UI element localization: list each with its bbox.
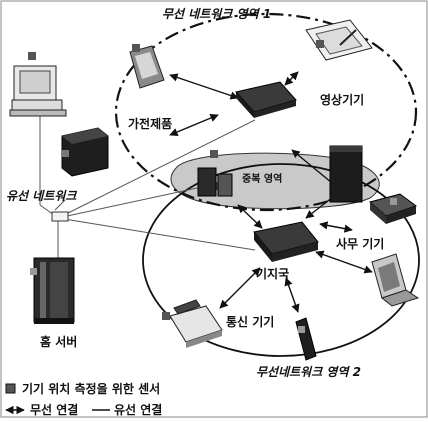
tablet-pen-icon: [305, 19, 373, 61]
sensor-icon: [28, 52, 36, 60]
wired-label: 유선 네트워크: [6, 189, 77, 203]
zone1-label: 무선 네트워크 영역 1: [162, 7, 271, 21]
zone1-boundary: [114, 12, 418, 212]
sensor-icon: [5, 383, 16, 394]
home-server-icon: [30, 257, 75, 324]
legend: 기기 위치 측정을 위한 센서 무선 연결 유선 연결: [5, 381, 162, 417]
telephone-icon: [162, 299, 223, 348]
network-hub: [51, 211, 69, 222]
sensor-icon: [62, 150, 69, 157]
comm-label: 통신 기기: [226, 314, 274, 329]
overlap-label: 중복 영역: [242, 172, 282, 185]
legend-wireless: 무선 연결: [30, 402, 78, 417]
zone2-boundary: [142, 163, 420, 357]
sensor-icon: [210, 150, 218, 158]
appliances-label: 가전제품: [128, 116, 172, 131]
desktop-pc-icon: [9, 52, 67, 117]
pda-icon: [129, 44, 165, 89]
sensor-icon: [132, 44, 140, 52]
laptop-icon: [371, 253, 420, 307]
video-label: 영상기기: [320, 92, 364, 107]
printer-icon: [368, 193, 418, 224]
legend-sensor: 기기 위치 측정을 위한 센서: [22, 381, 160, 396]
access-point-icon: [253, 221, 319, 262]
sensor-icon: [298, 326, 305, 333]
router-icon: [61, 127, 109, 177]
wired-links: [39, 112, 256, 258]
zone2-label: 무선네트워크 영역 2: [256, 365, 361, 379]
sensor-icon: [316, 40, 324, 48]
sensor-icon: [162, 312, 170, 320]
mobile-phone-icon: [295, 317, 317, 361]
base-station-label: 기지국: [256, 266, 289, 281]
sensor-icon: [390, 198, 397, 205]
legend-wired: 유선 연결: [114, 402, 162, 417]
home-server-label: 홈 서버: [40, 334, 77, 349]
office-label: 사무 기기: [336, 236, 384, 251]
home-server-icon: [329, 145, 363, 203]
sensor-icon: [30, 268, 37, 275]
access-point-icon: [235, 81, 297, 118]
desktop-pc-icon: [197, 167, 233, 197]
